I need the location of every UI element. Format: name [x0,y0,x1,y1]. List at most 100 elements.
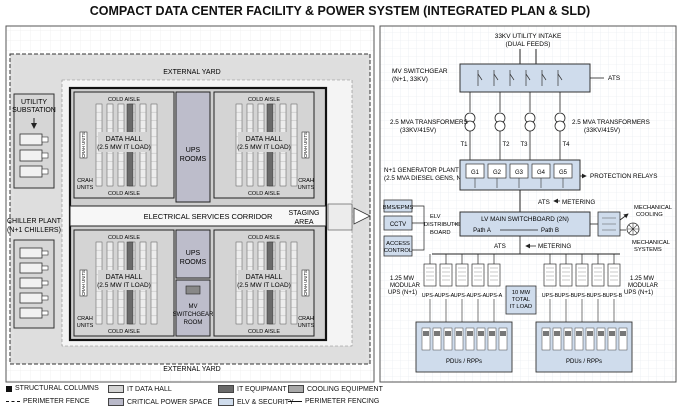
substation-bushing [41,152,49,159]
utility-intake-label: 33KV UTILITY INTAKE [495,33,562,40]
crah-unit [301,269,310,297]
svg-text:METERING: METERING [562,199,595,206]
breaker-switch [493,73,499,81]
cold-aisle-label: COLD AISLE [248,97,280,103]
ups-unit [575,263,589,287]
generator-tag: G3 [515,170,524,176]
pdu-cabinet [618,327,628,351]
cctv: CCTV [390,222,406,228]
svg-text:10 MW: 10 MW [512,290,531,296]
hall-swatch [108,385,124,393]
pdu-cabinet [585,327,595,351]
svg-text:ATS: ATS [494,243,506,250]
ups-unit [471,263,485,287]
pdu-panel [587,331,593,336]
legend-critical-power: CRITICAL POWER SPACE [108,398,212,406]
power-swatch [108,398,124,406]
ups-unit [423,263,437,287]
svg-text:SWITCHGEAR: SWITCHGEAR [173,312,214,318]
ups-unit [591,263,605,287]
svg-text:DISTRIBUTION: DISTRIBUTION [424,222,465,228]
ups-unit [487,263,501,287]
drawing-canvas: EXTERNAL YARD EXTERNAL YARD UTILITY SUBS… [5,25,677,383]
cold-aisle-label: COLD AISLE [248,235,280,241]
elv-swatch [218,398,234,406]
hall-name: DATA HALL [106,136,143,143]
breaker-switch [541,73,547,81]
hall-name: DATA HALL [246,136,283,143]
legend-perimeter-fencing: PERIMETER FENCING [288,398,379,405]
svg-text:AREA: AREA [294,219,313,226]
crah-label: CRAH [298,178,314,184]
svg-text:COOLING: COOLING [636,212,663,218]
chiller-connector [41,310,49,316]
pdu-panel [489,331,495,336]
hall-load: (2.5 MW IT LOAD) [237,282,291,289]
pdu-cabinet [454,327,464,351]
breaker-switch [509,73,515,81]
chiller-plant: CHILLER PLANT (N+1 CHILLERS) [7,218,62,329]
ups-tag: UPS-A [438,293,455,299]
pdu-cabinet [498,327,508,351]
ups-tag: UPS-B [558,293,575,299]
ups-tag: UPS-B [606,293,623,299]
substation-bushing [41,136,49,143]
chiller-connector [41,265,49,271]
legend-perimeter-fence: PERIMETER FENCE [6,398,90,405]
hall-label-bg [98,270,150,290]
crah-label: CRAH [77,316,93,322]
legend-it-hall: IT DATA HALL [108,385,172,393]
pdu-panel [609,331,615,336]
cold-aisle-label: COLD AISLE [108,97,140,103]
legend-cooling: COOLING EQUIPMENT [288,385,383,393]
ups-tag: UPS-A [454,293,471,299]
svg-text:UPS: UPS [186,147,201,154]
data-hall-bottom-left: DATA HALL(2.5 MW IT LOAD)COLD AISLECOLD … [73,229,175,337]
breaker-switch [525,73,531,81]
electrical-services-corridor: ELECTRICAL SERVICES CORRIDOR [69,205,327,227]
ups-tag: UPS-B [542,293,559,299]
ups-tag: UPS-B [574,293,591,299]
pdu-panel [598,331,604,336]
svg-text:MV: MV [189,304,198,310]
svg-text:METERING: METERING [538,243,571,250]
ups-tag: UPS-A [486,293,503,299]
pdu-cabinet [476,327,486,351]
svg-text:STAGING: STAGING [289,210,320,217]
hall-name: DATA HALL [246,274,283,281]
pdu-panel [456,331,462,336]
svg-text:TOTAL: TOTAL [512,297,531,303]
chiller-connector [41,250,49,256]
crah-tag: CRAH UNITS [303,132,308,158]
ups-unit [455,263,469,287]
pdu-cabinet [432,327,442,351]
svg-text:ELECTRICAL SERVICES CORRIDOR: ELECTRICAL SERVICES CORRIDOR [144,212,273,221]
pdu-cabinet [443,327,453,351]
data-hall-top-right: DATA HALL(2.5 MW IT LOAD)COLD AISLECOLD … [213,91,315,199]
pdu-panel [423,331,429,336]
svg-text:N+1 GENERATOR PLANT: N+1 GENERATOR PLANT [384,167,459,174]
pdu-cabinet [607,327,617,351]
svg-text:(33KV/415V): (33KV/415V) [400,127,436,134]
generator-tag: G1 [471,170,480,176]
ups-room-bottom: UPS ROOMS [175,229,211,279]
svg-text:2.5 MVA TRANSFORMERS: 2.5 MVA TRANSFORMERS [572,119,650,126]
substation-bushing [41,168,49,175]
chiller-unit [19,247,43,259]
pdu-panel [445,331,451,336]
mv-switchgear: MV SWITCHGEAR (N+1, 33KV) ATS [392,63,621,93]
crah-unit [79,131,88,159]
crah-tag: CRAH UNITS [81,270,86,296]
bms-epms: BMS/EPMS [383,205,414,211]
legend-elv-security: ELV & SECURITY [218,398,294,406]
pdu-panel [478,331,484,336]
generator-tag: G4 [537,170,546,176]
pdu-panel [500,331,506,336]
substation-transformer [19,149,43,162]
external-yard-bottom: EXTERNAL YARD [163,366,220,373]
crah-label: UNITS [77,185,94,191]
svg-text:ROOM: ROOM [184,320,203,326]
elv-distribution-board: ELV [430,214,441,220]
utility-substation: UTILITY SUBSTATION [12,93,56,189]
ups-unit [439,263,453,287]
